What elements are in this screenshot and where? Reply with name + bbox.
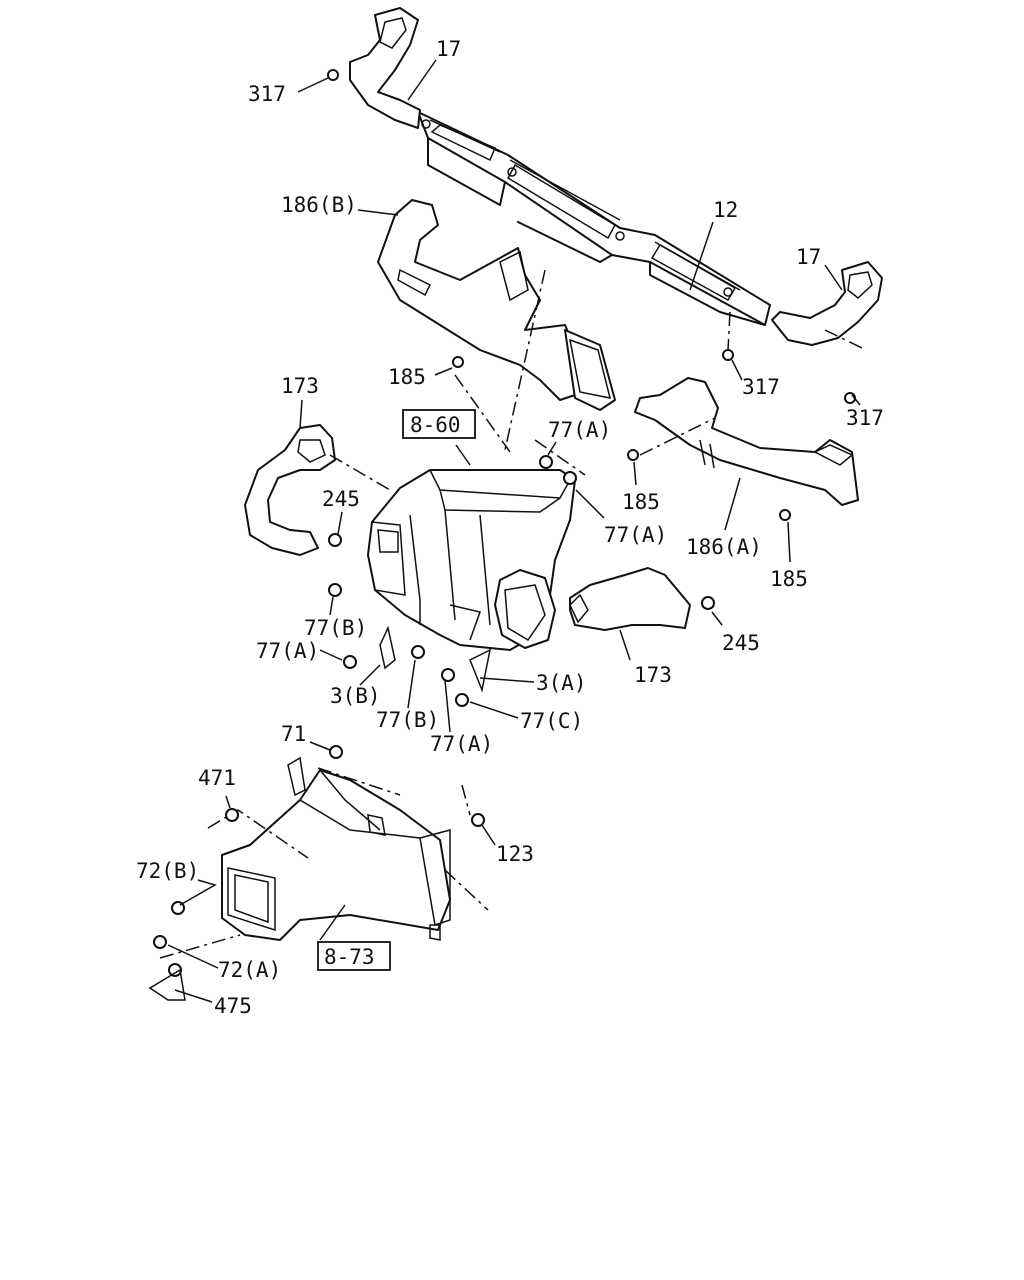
label-77a: 77(A) <box>548 418 611 442</box>
label-77b: 77(B) <box>304 616 367 640</box>
reference-box-8-60[interactable]: 8-60 <box>402 409 476 439</box>
rear-duct-173-right <box>569 567 691 631</box>
label-3a: 3(A) <box>536 671 587 695</box>
label-77b: 77(B) <box>376 708 439 732</box>
foot-duct <box>221 756 451 941</box>
label-317: 317 <box>742 375 780 399</box>
leader-lines <box>167 59 861 1003</box>
label-186b: 186(B) <box>281 193 357 217</box>
label-72b: 72(B) <box>136 859 199 883</box>
label-77a: 77(A) <box>256 639 319 663</box>
label-317: 317 <box>846 406 884 430</box>
side-duct-186a <box>634 377 859 506</box>
label-475: 475 <box>214 994 252 1018</box>
label-71: 71 <box>281 722 306 746</box>
label-77a: 77(A) <box>430 732 493 756</box>
part-labels: 317 17 186(B) 12 17 185 317 317 173 77(A… <box>136 37 884 1018</box>
label-185: 185 <box>388 365 426 389</box>
rear-duct-173-left <box>244 424 336 556</box>
label-12: 12 <box>713 198 738 222</box>
label-17: 17 <box>436 37 461 61</box>
label-123: 123 <box>496 842 534 866</box>
side-duct-186b <box>377 199 616 411</box>
label-17: 17 <box>796 245 821 269</box>
label-173: 173 <box>634 663 672 687</box>
label-3b: 3(B) <box>330 684 381 708</box>
label-245: 245 <box>322 487 360 511</box>
label-186a: 186(A) <box>686 535 762 559</box>
label-77c: 77(C) <box>520 709 583 733</box>
reference-label-8-60: 8-60 <box>410 413 461 437</box>
assembly-lines <box>159 269 863 959</box>
label-185: 185 <box>622 490 660 514</box>
reference-label-8-73: 8-73 <box>324 945 375 969</box>
duct-end-17-right <box>771 261 883 346</box>
heater-unit <box>367 469 576 651</box>
label-72a: 72(A) <box>218 958 281 982</box>
reference-box-8-73[interactable]: 8-73 <box>317 941 391 971</box>
duct-end-17-left <box>349 7 421 129</box>
fasteners <box>148 69 856 1001</box>
label-77a: 77(A) <box>604 523 667 547</box>
label-471: 471 <box>198 766 236 790</box>
label-245: 245 <box>722 631 760 655</box>
label-185: 185 <box>770 567 808 591</box>
label-317: 317 <box>248 82 286 106</box>
label-173: 173 <box>281 374 319 398</box>
